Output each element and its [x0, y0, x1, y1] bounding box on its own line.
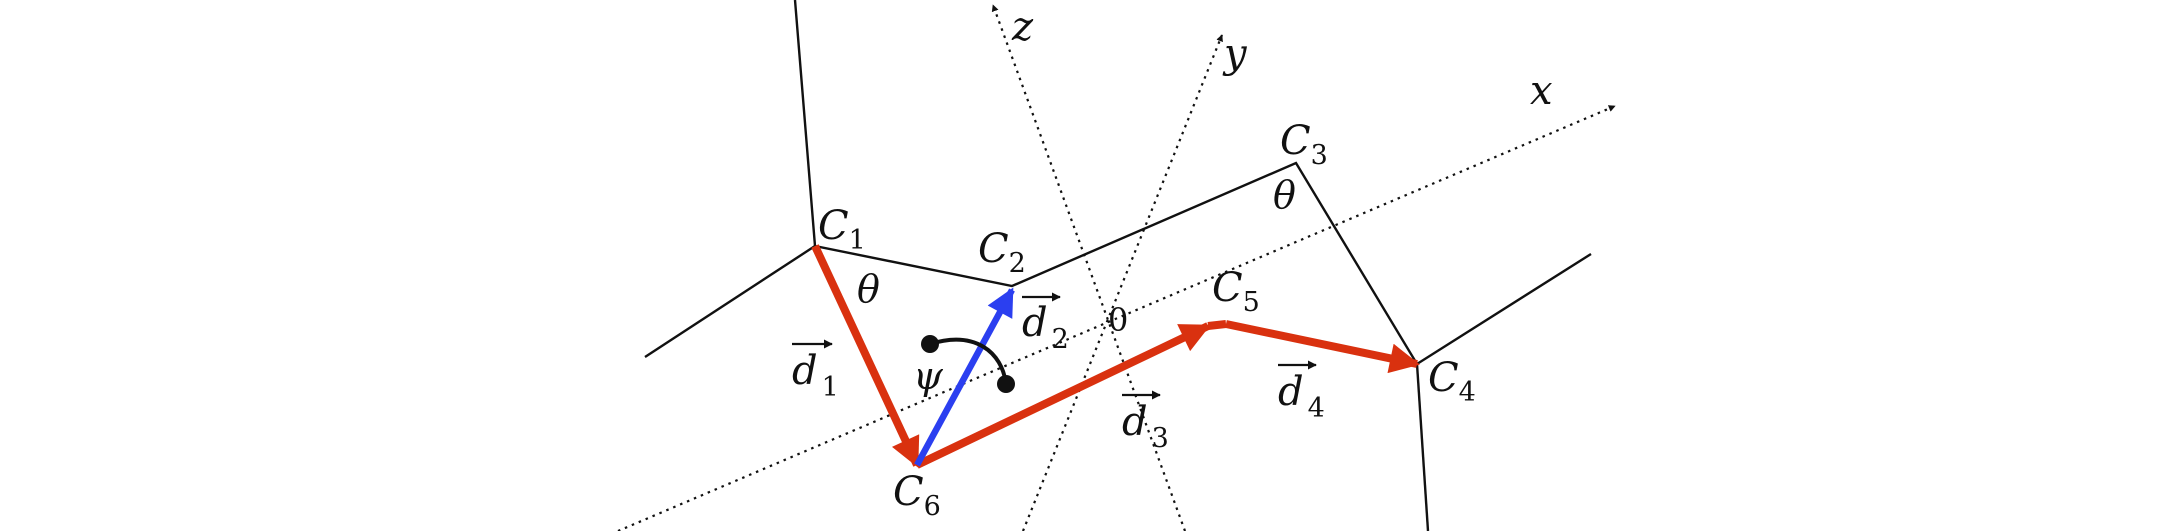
theta-label-c1: θ: [857, 267, 880, 311]
red-vectors: [811, 244, 1420, 469]
y-axis-label: y: [1222, 31, 1248, 77]
upper-chain: [793, 0, 1592, 366]
svg-text:d2: d2: [1022, 300, 1069, 355]
psi-dot-start: [921, 335, 939, 353]
vector-d1: [811, 244, 921, 468]
x-axis-label: x: [1530, 68, 1553, 114]
z-axis: [991, 4, 1187, 531]
origin-label: 0: [1108, 301, 1128, 339]
vector-d4: [1225, 320, 1420, 374]
atom-c4-label: C4: [1428, 355, 1476, 408]
svg-text:d4: d4: [1278, 369, 1325, 424]
x-axis: [617, 104, 1616, 531]
angle-labels: θ θ ψ: [857, 173, 1296, 398]
vector-d2: [914, 287, 1015, 467]
atom-c6-label: C6: [893, 469, 941, 522]
psi-label: ψ: [913, 354, 944, 398]
theta-label-c3: θ: [1273, 173, 1296, 217]
psi-angle-marker: [921, 335, 1015, 393]
atom-labels: C1 C2 C3 C4 C5 C6: [818, 118, 1476, 522]
atom-c1-label: C1: [818, 203, 866, 256]
atom-c2-label: C2: [978, 226, 1026, 279]
c4-side-bond: [1415, 363, 1430, 531]
vector-d3: [915, 322, 1211, 469]
atom-c5-label: C5: [1212, 265, 1260, 318]
c1-side-bond: [644, 244, 816, 359]
y-axis: [1021, 34, 1224, 531]
psi-dot-end: [997, 375, 1015, 393]
axis-labels: x y z 0: [1011, 4, 1553, 339]
backbone-chain: [644, 0, 1592, 531]
c6-c5-bond: [1207, 320, 1227, 330]
z-axis-label: z: [1011, 4, 1034, 50]
atom-c3-label: C3: [1280, 118, 1328, 171]
svg-text:d3: d3: [1122, 399, 1169, 454]
svg-text:d1: d1: [792, 348, 839, 403]
coordinate-axes: [617, 4, 1616, 531]
